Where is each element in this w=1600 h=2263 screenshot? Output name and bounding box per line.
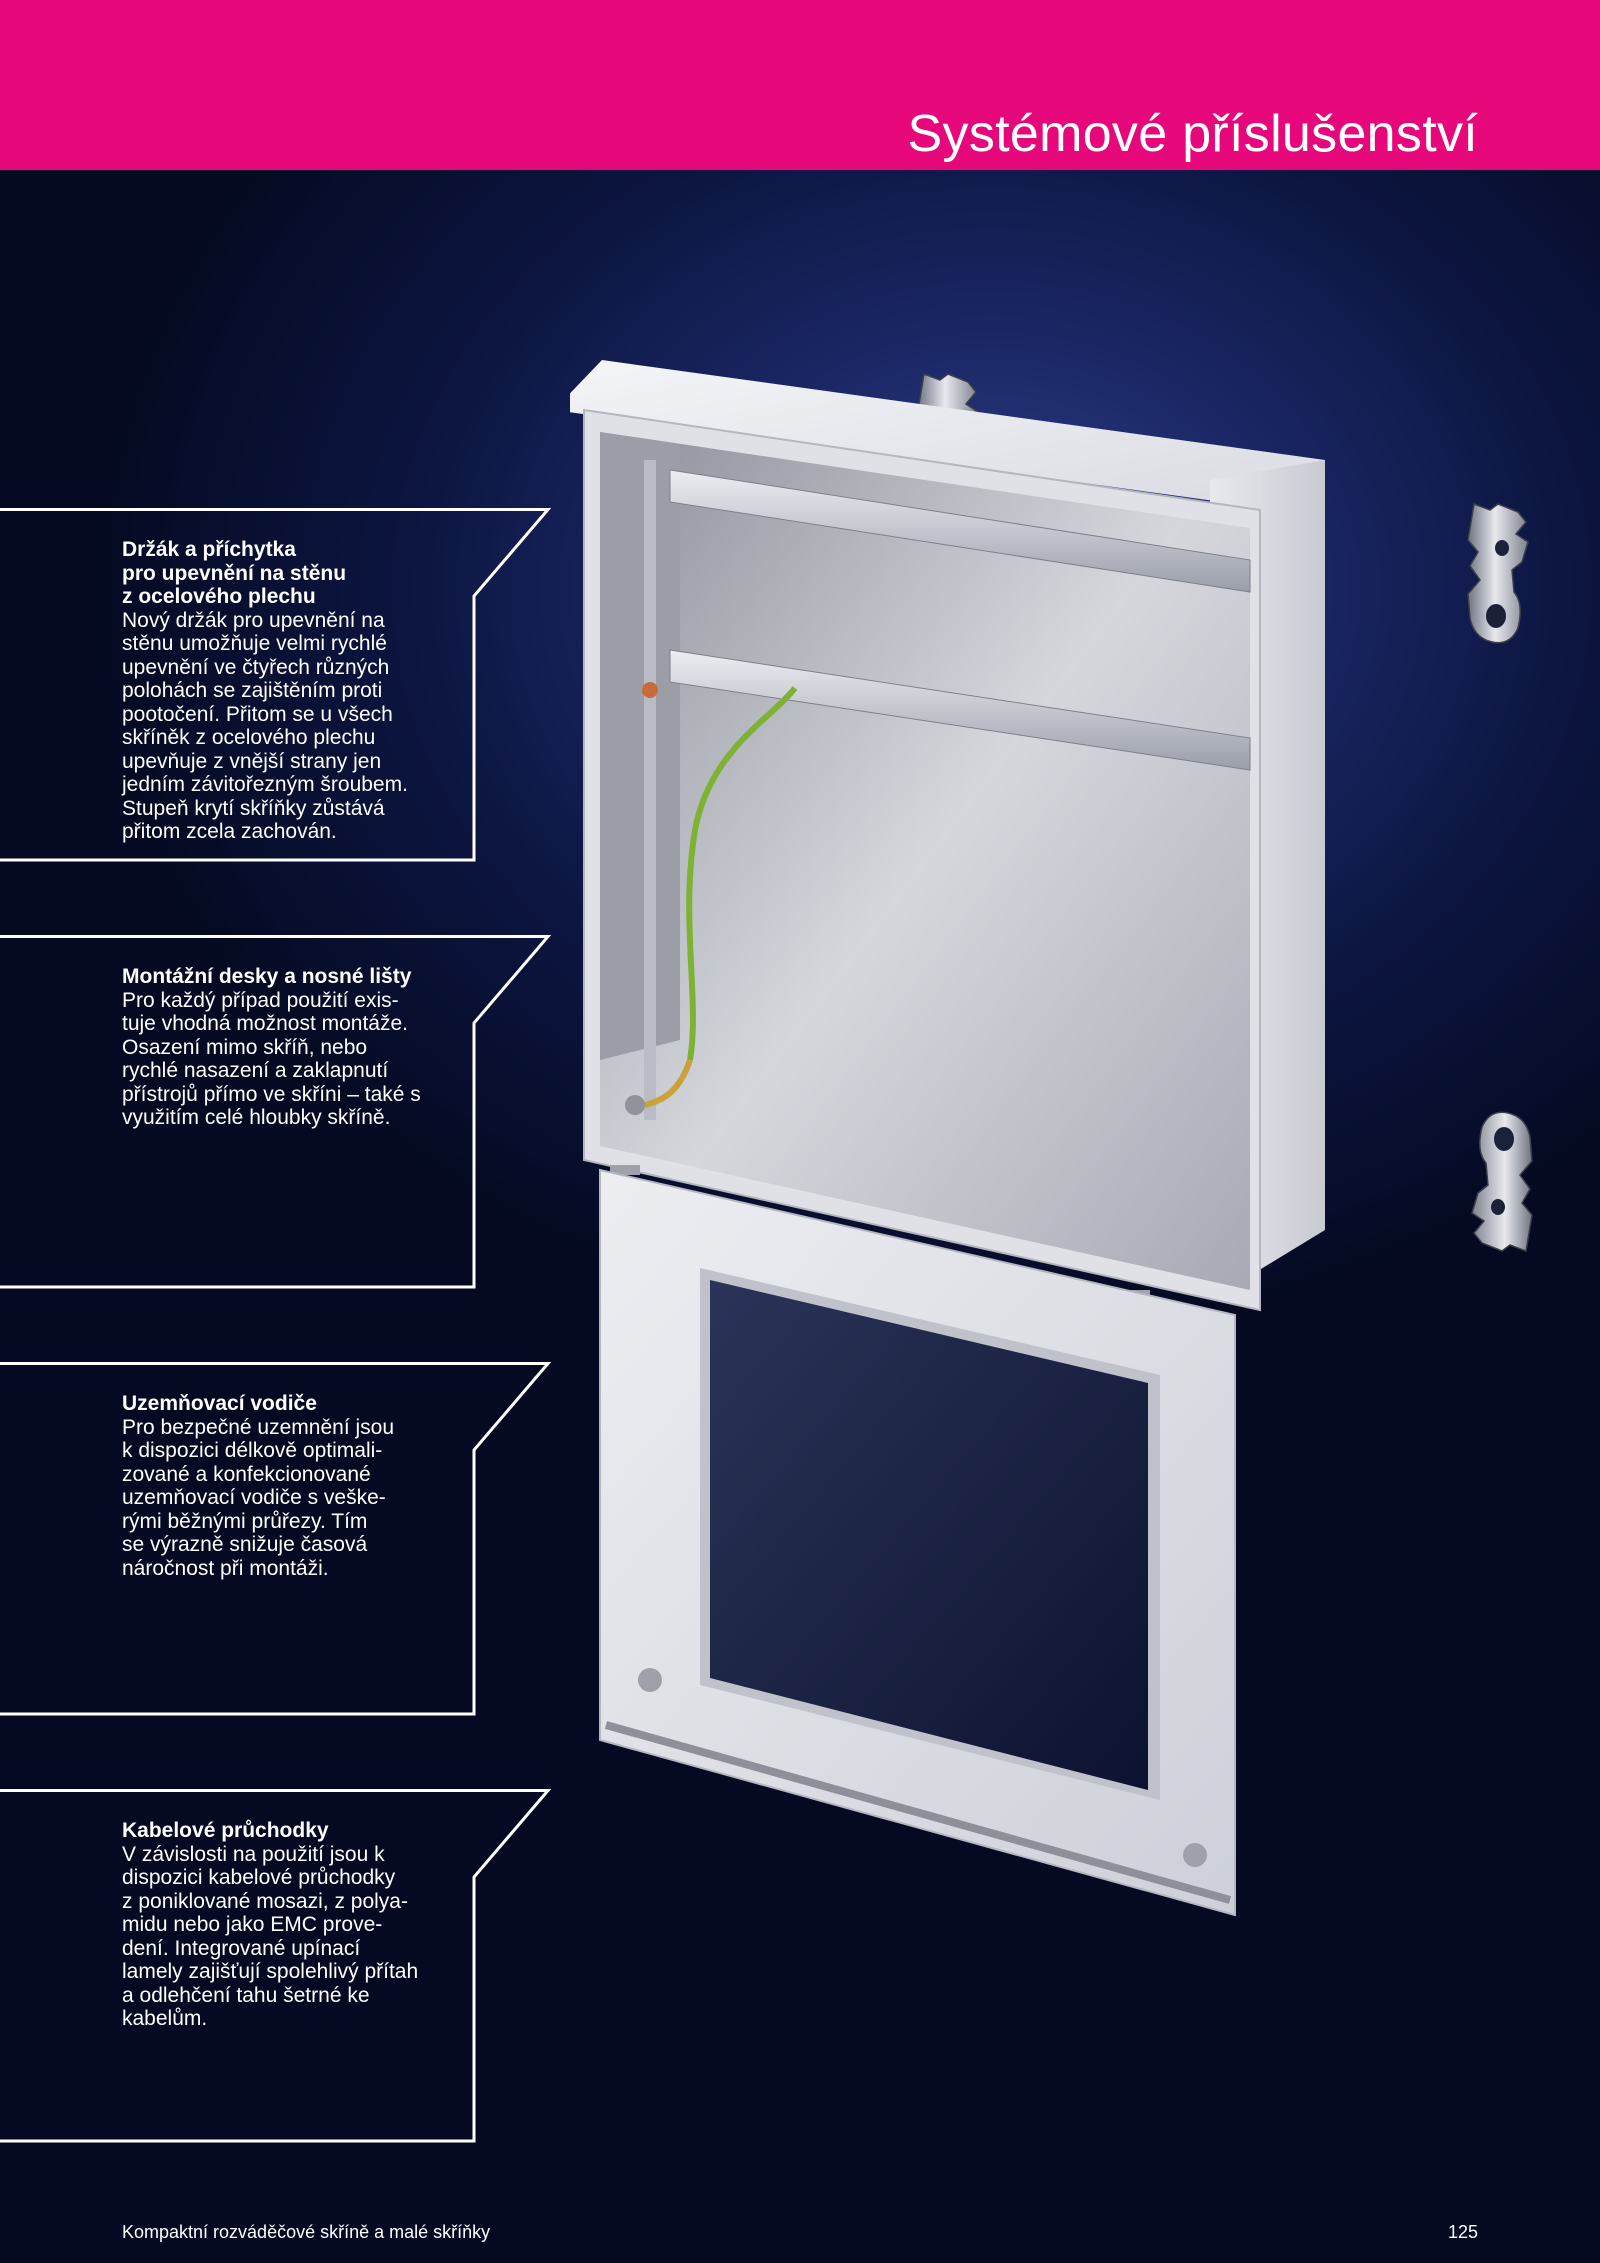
callout-title: Kabelové průchodky — [122, 1819, 329, 1842]
callout-frame-4 — [0, 1789, 552, 2143]
callout-cable-glands: Kabelové průchodky V závislosti na použi… — [122, 1819, 442, 2031]
header-bar: Systémové příslušenství — [0, 0, 1600, 170]
enclosure-image — [570, 360, 1325, 1917]
callout-body: Pro bezpečné uzemnění jsou k dispozici d… — [122, 1415, 395, 1580]
footer-text: Kompaktní rozváděčové skříně a malé skří… — [122, 2222, 491, 2242]
callout-title: Uzemňovací vodiče — [122, 1392, 317, 1415]
callout-body: V závislosti na použití jsou k dispozici… — [122, 1842, 419, 2031]
callout-body: Pro každý případ použití exis- tuje vhod… — [122, 988, 421, 1130]
callout-title: Montážní desky a nosné lišty — [122, 965, 412, 988]
callout-body: Nový držák pro upevnění na stěnu umožňuj… — [122, 608, 408, 844]
callout-earthing-conductors: Uzemňovací vodiče Pro bezpečné uzemnění … — [122, 1392, 442, 1580]
callout-wall-bracket: Držák a příchytka pro upevnění na stěnu … — [122, 538, 442, 844]
wall-bracket-image — [1467, 502, 1529, 644]
page-number: 125 — [1447, 2222, 1478, 2242]
callout-frame-1 — [0, 508, 552, 862]
page-title: Systémové příslušenství — [907, 105, 1478, 163]
callout-frame-3 — [0, 1362, 552, 1716]
callout-mounting-plates: Montážní desky a nosné lišty Pro každý p… — [122, 965, 442, 1130]
wall-bracket-image — [1471, 1111, 1533, 1253]
callout-frame-2 — [0, 935, 552, 1289]
callout-title: Držák a příchytka pro upevnění na stěnu … — [122, 538, 347, 608]
